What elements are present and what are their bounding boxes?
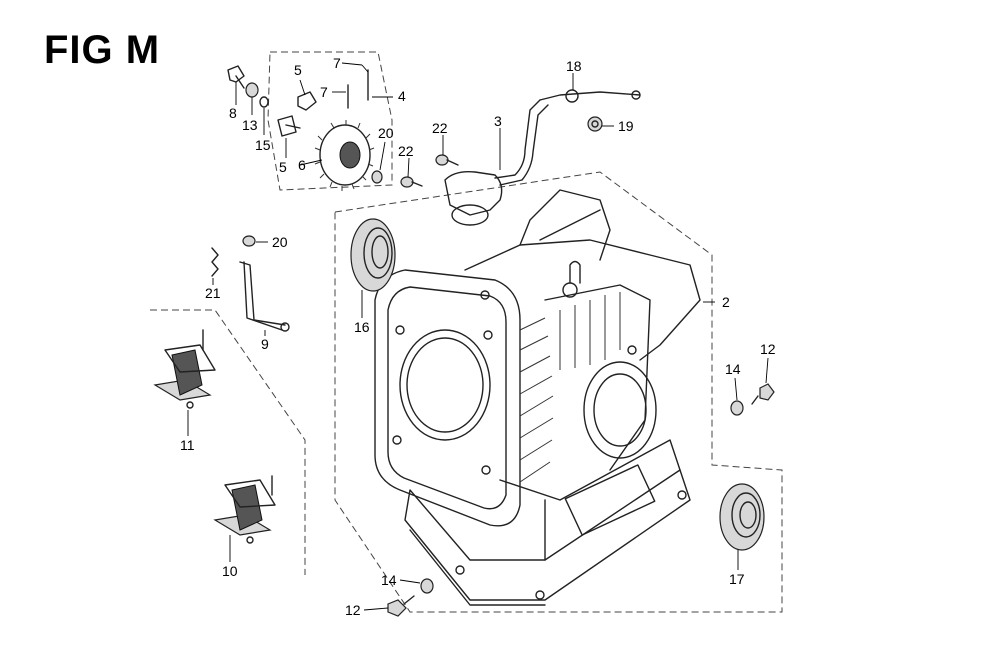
callout-5-top: 5 <box>294 62 302 78</box>
governor-gear <box>314 120 375 191</box>
callout-6: 6 <box>298 157 306 173</box>
washer-14-right <box>730 400 744 416</box>
washer-20-upper <box>371 170 383 184</box>
callout-22-lower: 22 <box>398 143 414 159</box>
bolt-8 <box>227 65 245 89</box>
breather-tube <box>444 89 641 226</box>
nut-19 <box>587 116 603 132</box>
bolt-12-bottom <box>387 595 415 617</box>
callout-11: 11 <box>180 437 195 453</box>
callout-5-bottom: 5 <box>279 159 287 175</box>
callout-4: 4 <box>398 88 406 104</box>
spring-21 <box>211 247 219 277</box>
crankcase-group-outline <box>334 171 783 613</box>
callout-12-bottom: 12 <box>345 602 361 618</box>
oil-seal-17 <box>719 483 765 551</box>
callout-9: 9 <box>261 336 269 352</box>
callout-14-right: 14 <box>725 361 741 377</box>
governor-weight-5a <box>297 91 317 111</box>
callout-13: 13 <box>242 117 258 133</box>
bolt-22-upper <box>435 154 459 166</box>
callout-20-left: 20 <box>272 234 288 250</box>
callout-22-upper: 22 <box>432 120 448 136</box>
mount-group-outline <box>150 309 306 575</box>
washer-13 <box>245 82 259 98</box>
callout-14-bottom: 14 <box>381 572 397 588</box>
washer-14-bottom <box>420 578 434 594</box>
washer-20-lower <box>242 235 256 247</box>
callout-7-mid: 7 <box>320 84 328 100</box>
clip-15 <box>259 96 269 108</box>
oil-seal-16 <box>350 218 396 292</box>
crankcase <box>374 189 701 606</box>
callout-8: 8 <box>229 105 237 121</box>
callout-17: 17 <box>729 571 745 587</box>
callout-2: 2 <box>722 294 730 310</box>
callout-21: 21 <box>205 285 221 301</box>
callout-7-top: 7 <box>333 55 341 71</box>
bolt-22-lower <box>400 176 423 188</box>
callout-labels: 8 13 15 5 5 6 7 7 4 20 22 22 3 18 19 20 … <box>180 55 776 618</box>
callout-12-right: 12 <box>760 341 776 357</box>
callout-3: 3 <box>494 113 502 129</box>
callout-10: 10 <box>222 563 238 579</box>
callout-18: 18 <box>566 58 582 74</box>
callout-20-top: 20 <box>378 125 394 141</box>
governor-arm-9 <box>239 261 290 332</box>
engine-mount-10 <box>213 475 276 544</box>
figure-title: FIG M <box>44 28 161 72</box>
governor-pin-7 <box>347 69 369 109</box>
engine-mount-11 <box>153 329 216 409</box>
leader-lines <box>187 62 769 611</box>
callout-15: 15 <box>255 137 271 153</box>
callout-19: 19 <box>618 118 634 134</box>
bolt-12-right <box>751 383 775 405</box>
governor-group-outline <box>267 51 393 191</box>
governor-holder-15 <box>277 115 301 137</box>
callout-16: 16 <box>354 319 370 335</box>
